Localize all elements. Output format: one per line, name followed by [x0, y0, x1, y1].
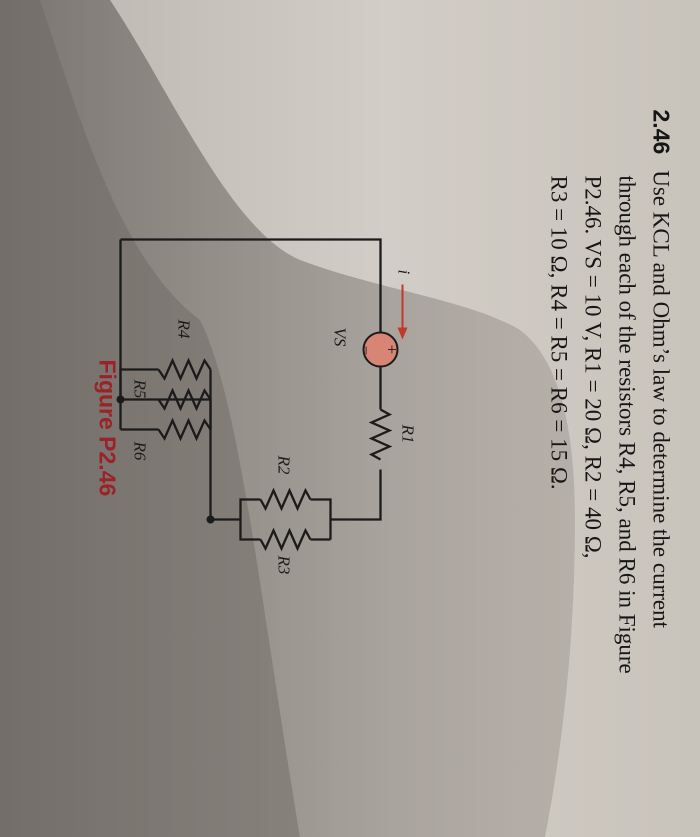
r2-r3-join: [210, 498, 261, 541]
problem-line-3: P2.46. VS = 10 V, R1 = 20 Ω, R2 = 40 Ω,: [580, 175, 606, 559]
r5-resistor: [157, 387, 212, 412]
problem-line-1: 2.46Use KCL and Ohm’s law to determine t…: [648, 109, 675, 629]
left-top-wire: [120, 238, 382, 340]
r5-label: R5: [131, 379, 150, 399]
r2-label: R2: [275, 455, 294, 475]
problem-text: 2.46Use KCL and Ohm’s law to determine t…: [542, 110, 679, 790]
problem-number: 2.46: [648, 109, 675, 155]
figure-caption: Figure P2.46: [94, 359, 121, 497]
r2-r3-split: [310, 498, 332, 541]
r6-resistor: [157, 417, 212, 442]
r4-resistor: [157, 357, 212, 382]
r1-resistor: [368, 408, 393, 461]
circuit-diagram: + − VS i R1 R2 R3 R4 R5 R6: [116, 238, 418, 575]
top-right-wire: [330, 469, 382, 521]
r3-label: R3: [275, 555, 294, 575]
r4-label: R4: [175, 319, 194, 339]
r1-label: R1: [399, 424, 418, 444]
node-a: [206, 515, 215, 524]
current-label: i: [395, 270, 414, 275]
problem-line-2: through each of the resistors R4, R5, an…: [614, 175, 640, 674]
problem-line-4: R3 = 10 Ω, R4 = R5 = R6 = 15 Ω.: [546, 175, 572, 490]
current-arrow-head: [397, 327, 408, 340]
source-plus: +: [383, 344, 402, 355]
voltage-source: [362, 331, 399, 368]
node-b: [116, 395, 125, 404]
r6-label: R6: [131, 441, 150, 461]
source-minus: −: [357, 345, 376, 356]
r3-resistor: [259, 527, 312, 552]
r2-resistor: [259, 487, 312, 512]
vs-label: VS: [331, 328, 350, 347]
